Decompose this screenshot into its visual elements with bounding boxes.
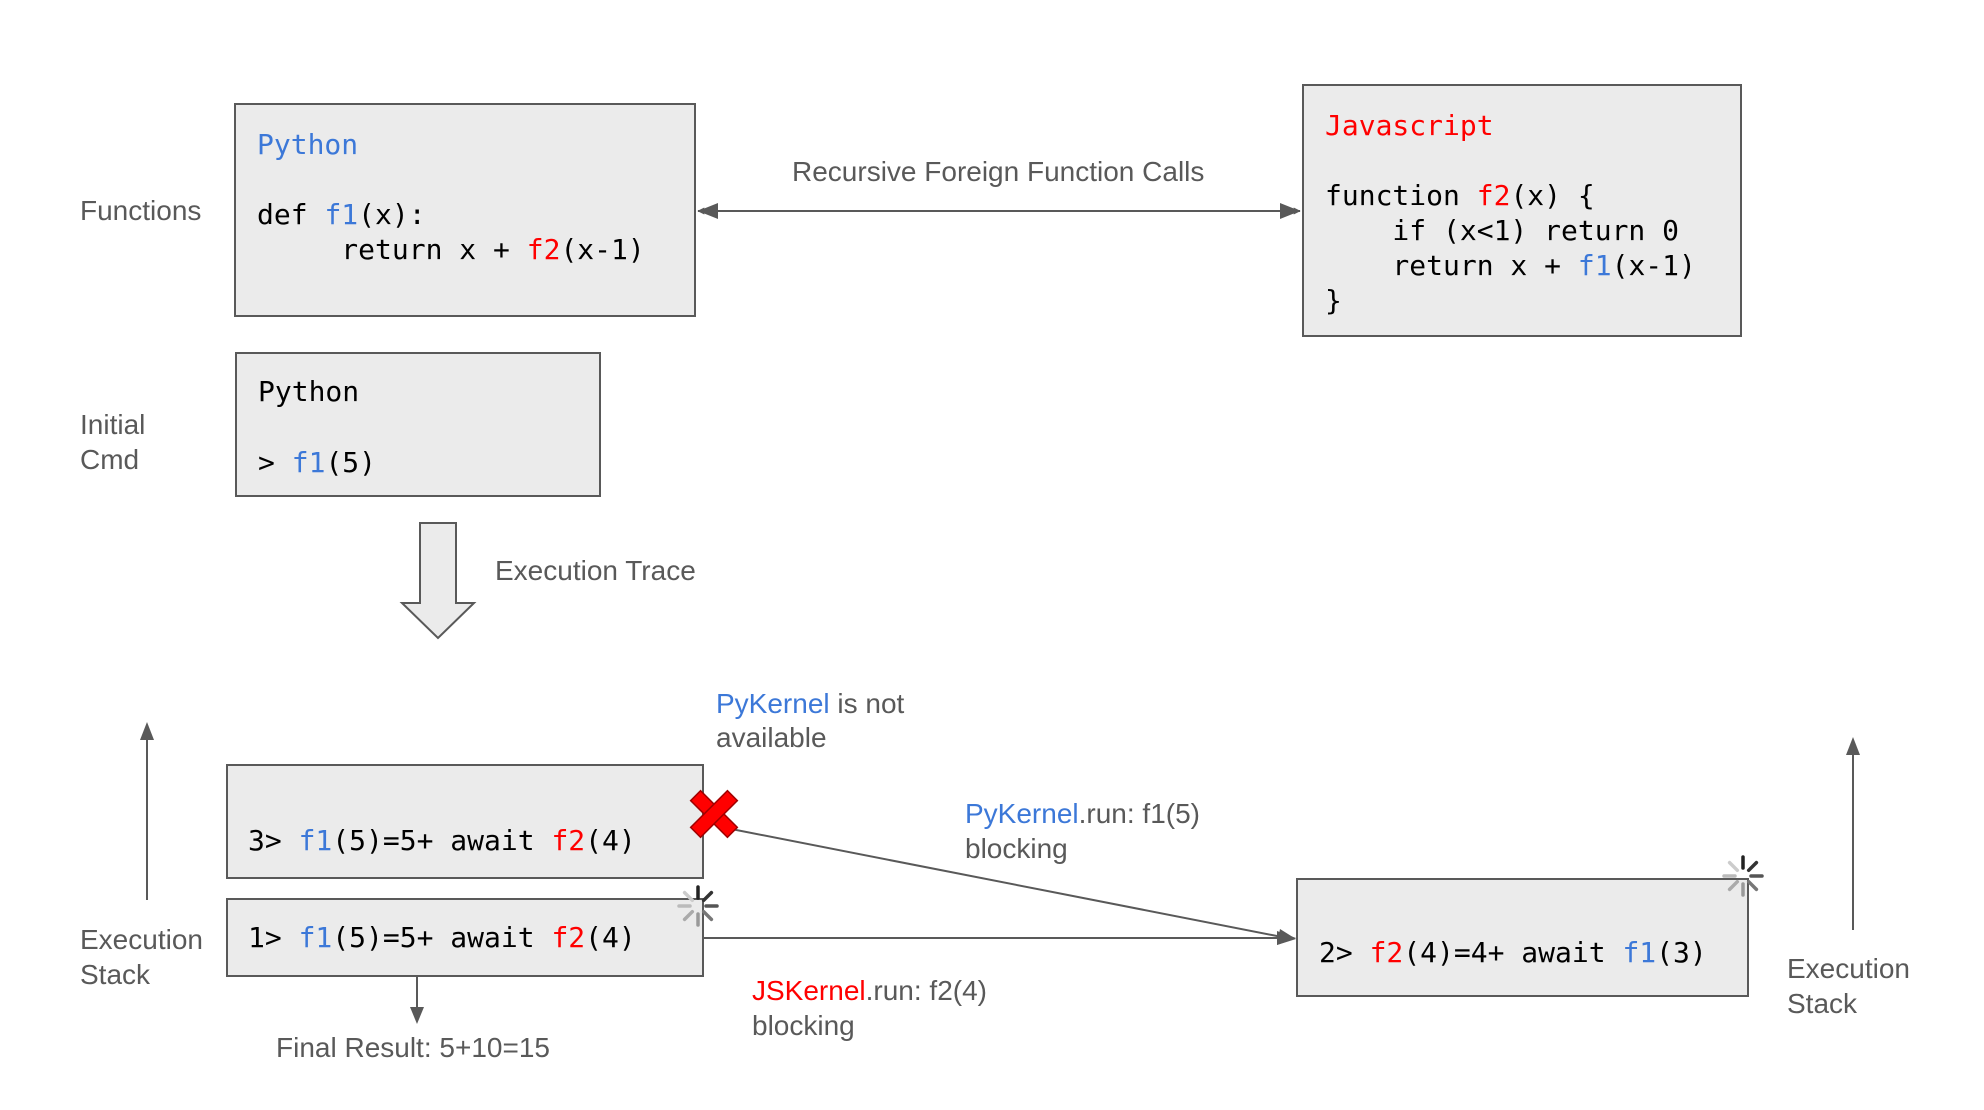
left-stack-label-line2: Stack	[80, 959, 151, 990]
python-def-line: def f1(x):	[257, 198, 426, 231]
initial-cmd-line: > f1(5)	[258, 446, 377, 479]
spinner-icon	[1722, 855, 1764, 897]
pykernel-unavailable-line2: available	[716, 722, 827, 753]
recursive-calls-label: Recursive Foreign Function Calls	[792, 156, 1205, 187]
stack-frame-1: 1> f1(5)=5+ await f2(4)	[226, 898, 704, 977]
jskernel-run-arrowhead	[1277, 931, 1296, 945]
js-close-brace: }	[1325, 284, 1342, 317]
execution-trace-label: Execution Trace	[495, 555, 696, 586]
recursive-arrowhead-right	[1280, 203, 1300, 219]
right-stack-label-line1: Execution	[1787, 953, 1910, 984]
f1-name: f1	[1577, 249, 1612, 282]
frame-3-text: 3> f1(5)=5+ await f2(4)	[248, 824, 636, 857]
jskernel-run-line2: blocking	[752, 1010, 855, 1041]
execution-trace-arrow	[399, 522, 477, 640]
unavailable-x-icon	[689, 789, 739, 839]
left-stack-arrowhead	[140, 722, 154, 740]
f1-name: f1	[291, 446, 326, 479]
spinner-icon	[677, 885, 719, 927]
stack-frame-2: 2> f2(4)=4+ await f1(3)	[1296, 878, 1749, 997]
python-functions-box: Python def f1(x): return x + f2(x-1)	[234, 103, 696, 317]
functions-row-label: Functions	[80, 195, 202, 226]
initial-cmd-label-line2: Cmd	[80, 444, 140, 475]
python-return-line: return x + f2(x-1)	[257, 233, 645, 266]
jskernel-run-line1: JSKernel.run: f2(4)	[752, 975, 988, 1006]
pykernel-run-arrow	[715, 825, 1283, 938]
right-stack-arrowhead	[1846, 737, 1860, 755]
frame-2-text: 2> f2(4)=4+ await f1(3)	[1319, 936, 1707, 969]
f1-name: f1	[324, 198, 359, 231]
js-function-line: function f2(x) {	[1325, 179, 1595, 212]
python-lang-label: Python	[257, 128, 359, 161]
javascript-lang-label: Javascript	[1325, 109, 1494, 142]
js-return-line: return x + f1(x-1)	[1325, 249, 1696, 282]
frame-1-text: 1> f1(5)=5+ await f2(4)	[248, 921, 636, 954]
javascript-functions-box: Javascript function f2(x) { if (x<1) ret…	[1302, 84, 1742, 337]
right-stack-label-line2: Stack	[1787, 988, 1858, 1019]
recursive-arrowhead-left	[698, 203, 718, 219]
f2-name: f2	[526, 233, 561, 266]
initial-cmd-box: Python > f1(5)	[235, 352, 601, 497]
pykernel-unavailable-line1: PyKernel is not	[716, 688, 905, 719]
left-stack-label-line1: Execution	[80, 924, 203, 955]
stack-frame-3: 3> f1(5)=5+ await f2(4)	[226, 764, 704, 879]
f2-name: f2	[1476, 179, 1511, 212]
js-if-line: if (x<1) return 0	[1325, 214, 1680, 247]
final-result-label: Final Result: 5+10=15	[276, 1032, 550, 1063]
pykernel-run-line1: PyKernel.run: f1(5)	[965, 798, 1201, 829]
initial-cmd-lang: Python	[258, 375, 360, 408]
pykernel-run-line2: blocking	[965, 833, 1068, 864]
initial-cmd-label-line1: Initial	[80, 409, 146, 440]
final-result-arrowhead	[410, 1007, 424, 1024]
